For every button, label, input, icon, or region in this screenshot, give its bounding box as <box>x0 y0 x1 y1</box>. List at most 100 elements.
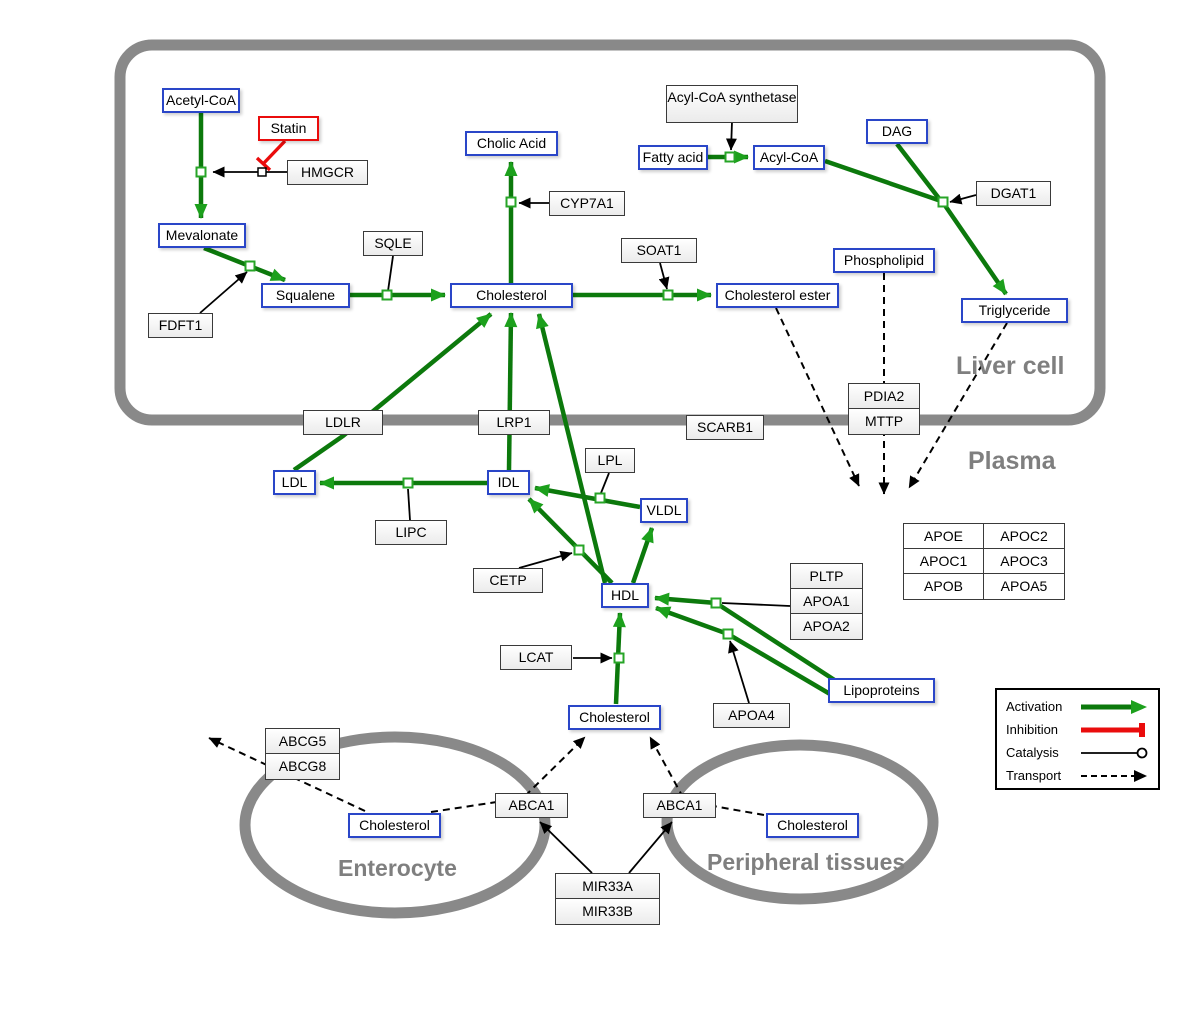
stack-mir33a-mir33b: MIR33A MIR33B <box>555 873 660 925</box>
legend-activation-label: Activation <box>1006 699 1063 714</box>
stack-pdia2-mttp: PDIA2 MTTP <box>848 383 920 435</box>
node-statin[interactable]: Statin <box>258 116 319 141</box>
edge-dag-dgat1junction <box>895 142 943 203</box>
node-phospholipid[interactable]: Phospholipid <box>833 248 935 273</box>
node-cetp[interactable]: CETP <box>473 568 543 593</box>
liver-cell-label: Liver cell <box>956 352 1065 380</box>
node-fatty-acid[interactable]: Fatty acid <box>638 145 708 170</box>
node-apoa4[interactable]: APOA4 <box>713 703 790 728</box>
node-mevalonate[interactable]: Mevalonate <box>158 223 246 248</box>
node-lipc[interactable]: LIPC <box>375 520 447 545</box>
node-abcg5[interactable]: ABCG5 <box>266 729 339 754</box>
node-apoa2[interactable]: APOA2 <box>791 614 862 639</box>
node-triglyceride[interactable]: Triglyceride <box>961 298 1068 323</box>
node-apob[interactable]: APOB <box>904 574 984 599</box>
reaction-anchors <box>195 151 949 664</box>
edge-statin-hmgcr-inhibition <box>261 139 287 166</box>
node-hmgcr[interactable]: HMGCR <box>287 160 368 185</box>
edge-mir33-abca1-peripheral <box>628 821 673 874</box>
node-apoa1[interactable]: APOA1 <box>791 589 862 614</box>
node-abcg8[interactable]: ABCG8 <box>266 754 339 779</box>
node-pltp[interactable]: PLTP <box>791 564 862 589</box>
legend-transport-label: Transport <box>1006 768 1062 783</box>
transport-triglyceride-secretion <box>908 322 1008 489</box>
node-acetyl-coa[interactable]: Acetyl-CoA <box>162 88 240 113</box>
node-lipoproteins[interactable]: Lipoproteins <box>828 678 935 703</box>
node-hdl[interactable]: HDL <box>601 583 649 608</box>
node-dag[interactable]: DAG <box>866 119 928 144</box>
node-dgat1[interactable]: DGAT1 <box>976 181 1051 206</box>
node-scarb1[interactable]: SCARB1 <box>686 415 764 440</box>
node-lcat[interactable]: LCAT <box>500 645 572 670</box>
edge-acylcoasynthetase-catalysis <box>725 121 737 151</box>
transport-dashed-arrow-symbol <box>1081 769 1147 782</box>
legend-catalysis-label: Catalysis <box>1006 745 1059 760</box>
inhibition-edge <box>255 139 287 172</box>
edge-hdl-vldl <box>630 527 655 584</box>
node-abca1-peripheral[interactable]: ABCA1 <box>643 793 716 818</box>
node-cholesterol-liver[interactable]: Cholesterol <box>450 283 573 308</box>
node-mir33a[interactable]: MIR33A <box>556 874 659 899</box>
edge-lipc-catalysis <box>407 488 411 521</box>
node-apoc3[interactable]: APOC3 <box>984 549 1064 574</box>
edge-lpl-catalysis <box>600 472 610 494</box>
node-cholesterol-ester[interactable]: Cholesterol ester <box>716 283 839 308</box>
node-pdia2[interactable]: PDIA2 <box>849 384 919 409</box>
node-lpl[interactable]: LPL <box>585 448 635 473</box>
peripheral-tissues-label: Peripheral tissues <box>707 849 906 875</box>
statin-inhibition-tbar <box>255 156 272 172</box>
catalysis-circle-symbol <box>1081 747 1148 758</box>
activation-arrow-symbol <box>1081 699 1147 714</box>
edge-soat1-catalysis <box>658 262 670 290</box>
edge-pltp-apoa-connector <box>721 602 791 607</box>
node-acyl-coa-synthetase[interactable]: Acyl-CoA synthetase <box>666 85 798 123</box>
edge-ldl-cholesterol-via-ldlr <box>292 312 493 472</box>
node-apoe[interactable]: APOE <box>904 524 984 549</box>
node-cholic-acid[interactable]: Cholic Acid <box>465 131 558 156</box>
node-apoa5[interactable]: APOA5 <box>1000 578 1048 594</box>
node-acyl-coa[interactable]: Acyl-CoA <box>753 145 825 170</box>
legend-row-catalysis: Catalysis <box>1006 741 1149 764</box>
node-ldlr[interactable]: LDLR <box>303 410 383 435</box>
legend-inhibition-label: Inhibition <box>1006 722 1059 737</box>
node-lrp1[interactable]: LRP1 <box>478 410 550 435</box>
legend: Activation Inhibition Catalysis Transpor… <box>995 688 1160 790</box>
node-ldl[interactable]: LDL <box>273 470 316 495</box>
edge-dgat1-catalysis <box>949 193 977 205</box>
node-cholesterol-peripheral[interactable]: Cholesterol <box>766 813 859 838</box>
node-idl[interactable]: IDL <box>487 470 530 495</box>
node-fdft1[interactable]: FDFT1 <box>148 313 213 338</box>
transport-peripheral-cholesterol-efflux <box>649 736 765 816</box>
legend-row-inhibition: Inhibition <box>1006 718 1149 741</box>
node-cholesterol-enterocyte[interactable]: Cholesterol <box>348 813 441 838</box>
transport-cholesterolester-secretion <box>775 307 860 487</box>
catalysis-edges <box>199 121 977 874</box>
node-apoc1[interactable]: APOC1 <box>904 549 984 574</box>
edge-dgat1junction-triglyceride <box>942 202 1008 296</box>
apolipoprotein-table: APOE APOC2 APOC1 APOC3 APOB APOA5 <box>903 523 1065 600</box>
stack-pltp-apoa1-apoa2: PLTP APOA1 APOA2 <box>790 563 863 640</box>
legend-row-transport: Transport <box>1006 764 1149 787</box>
statin-target-anchor <box>257 167 267 177</box>
inhibition-tbar-symbol <box>1081 722 1145 737</box>
node-sqle[interactable]: SQLE <box>363 231 423 256</box>
edge-hdl-idl-cetp <box>527 497 614 585</box>
edge-fdft1-catalysis <box>199 271 248 314</box>
node-vldl[interactable]: VLDL <box>640 498 688 523</box>
node-cholesterol-plasma[interactable]: Cholesterol <box>568 705 661 730</box>
node-mttp[interactable]: MTTP <box>849 409 919 434</box>
node-squalene[interactable]: Squalene <box>261 283 350 308</box>
node-apoc2[interactable]: APOC2 <box>984 524 1064 549</box>
node-mir33b[interactable]: MIR33B <box>556 899 659 924</box>
edge-acylcoa-dgat1junction <box>824 158 942 204</box>
stack-abcg5-abcg8: ABCG5 ABCG8 <box>265 728 340 780</box>
edge-apoa4-connector <box>728 640 750 704</box>
node-cyp7a1[interactable]: CYP7A1 <box>549 191 625 216</box>
plasma-label: Plasma <box>968 447 1056 475</box>
node-soat1[interactable]: SOAT1 <box>621 238 697 263</box>
node-abca1-enterocyte[interactable]: ABCA1 <box>495 793 568 818</box>
compartment-membranes <box>114 39 1106 919</box>
liver-cell-membrane <box>114 39 1106 426</box>
edge-cetp-catalysis <box>518 550 573 569</box>
